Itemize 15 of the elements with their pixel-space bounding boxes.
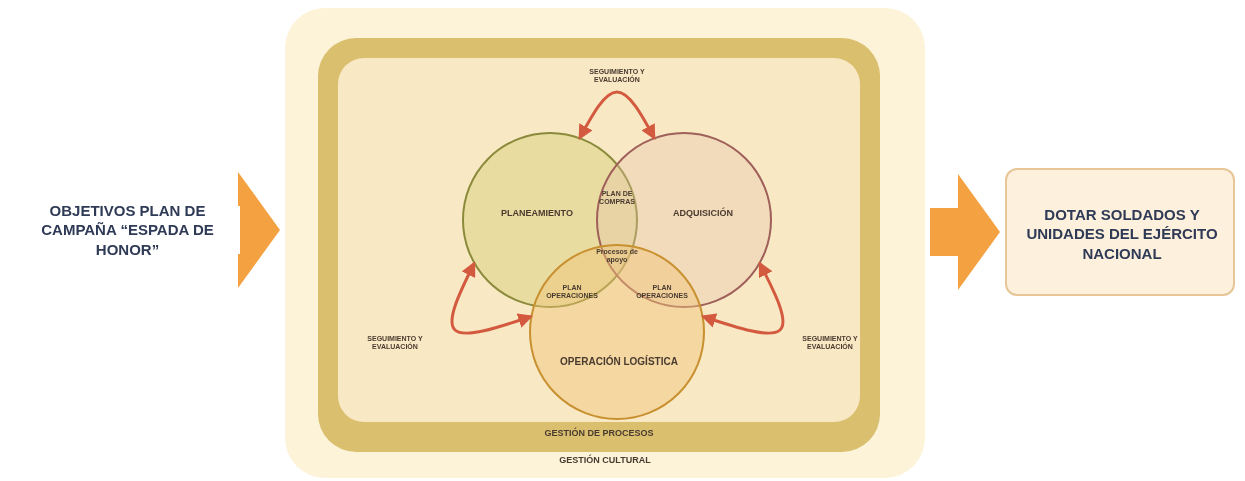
curved-double-arrow	[700, 261, 785, 335]
process-band	[318, 38, 880, 452]
node-label: OPERACIÓN LOGÍSTICA	[560, 354, 678, 368]
node-label: GESTIÓN DE PROCESOS	[544, 428, 654, 440]
result-box	[1005, 168, 1235, 296]
node-label: PLANEAMIENTO	[501, 208, 573, 220]
node-label: ADQUISICIÓN	[673, 208, 733, 220]
block-arrow	[238, 172, 280, 288]
block-arrow	[930, 174, 1000, 290]
node-text: DOTAR SOLDADOS Y UNIDADES DEL EJÉRCITO NACIONAL	[1025, 204, 1219, 264]
node-text: OBJETIVOS PLAN DE CAMPAÑA “ESPADA DE HONOR”	[40, 200, 215, 260]
outer-frame	[285, 8, 925, 478]
node-label: GESTIÓN CULTURAL	[559, 455, 651, 467]
curved-double-arrow	[578, 90, 656, 140]
curved-double-arrow	[450, 261, 534, 335]
